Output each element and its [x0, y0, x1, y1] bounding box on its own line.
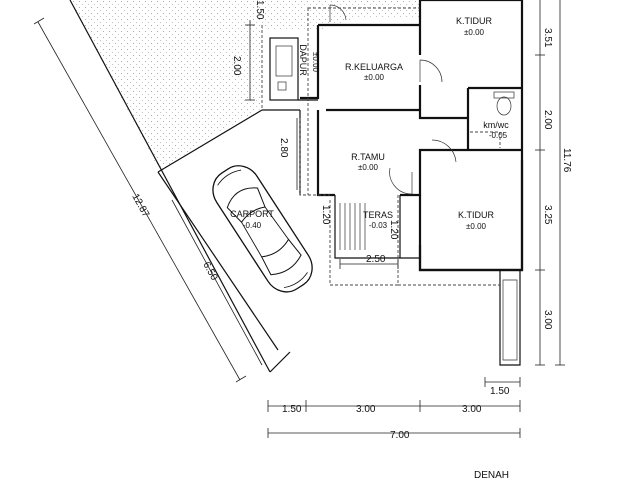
dim-tamu-depth: 2.80 — [278, 138, 289, 158]
dim-right-mid: 2.00 — [542, 110, 553, 130]
wall-kmwc — [466, 86, 522, 152]
room-k-tidur-top: K.TIDUR — [456, 16, 493, 26]
level-dapur: ±0.00 — [311, 52, 320, 73]
dimension-line-diagonal — [37, 21, 241, 381]
dim-tick — [33, 17, 45, 25]
car-icon — [212, 165, 313, 293]
dim-tick — [235, 375, 247, 383]
dim-teras-width: 2.50 — [366, 254, 386, 265]
site-boundary-bottom — [269, 351, 291, 373]
shower-area — [470, 131, 501, 148]
level-carport: -0.40 — [243, 221, 262, 230]
dim-site-diagonal: 12.87 — [129, 192, 151, 220]
dim-bottom-total: 7.00 — [390, 430, 410, 441]
room-r-keluarga: R.KELUARGA — [345, 62, 403, 72]
wall-extension-right — [499, 270, 521, 366]
wall-bedroom-bottom — [418, 160, 524, 272]
dim-teras-left: 1.20 — [320, 205, 331, 225]
roof-outline-dashed-2 — [299, 118, 330, 196]
teras-steps — [339, 203, 366, 250]
dim-teras-right: 1.20 — [388, 220, 399, 240]
garden-area — [70, 0, 420, 172]
wall-keluarga — [300, 23, 420, 148]
wall-tamu — [316, 148, 468, 197]
door-swing-bedroom-top — [419, 59, 443, 83]
dim-bottom-seg2: 3.00 — [356, 404, 376, 415]
level-teras: -0.03 — [369, 221, 388, 230]
wall-teras — [334, 195, 420, 259]
dim-ticks-bottom — [267, 400, 521, 412]
room-kmwc: km/wc — [483, 120, 509, 130]
room-dapur: DAPUR — [298, 44, 308, 76]
roof-outline-dashed — [261, 7, 500, 286]
door-swing-bedroom-bottom — [431, 139, 457, 163]
dim-right-lower: 3.25 — [542, 205, 553, 225]
door-swing-tamu — [389, 167, 413, 195]
room-carport: CARPORT — [230, 209, 274, 219]
room-teras: TERAS — [363, 210, 393, 220]
kitchen-counter — [275, 45, 293, 77]
site-boundary-carport — [157, 109, 263, 173]
dim-right-top: 3.51 — [542, 28, 553, 48]
extension-inner — [502, 279, 518, 361]
level-k-tidur-top: ±0.00 — [464, 28, 485, 37]
dim-bottom-seg1: 1.50 — [282, 404, 302, 415]
drawing-caption: DENAH — [474, 470, 509, 480]
dim-dapur-depth: 2.00 — [231, 56, 242, 76]
toilet-bowl-icon — [496, 96, 512, 116]
level-r-keluarga: ±0.00 — [364, 73, 385, 82]
room-k-tidur-bottom: K.TIDUR — [458, 210, 495, 220]
dim-dapur-width: 1.50 — [254, 0, 265, 20]
dim-right-total: 11.76 — [561, 148, 572, 173]
dim-bottom-seg3: 3.00 — [462, 404, 482, 415]
dim-right-bottom: 3.00 — [542, 310, 553, 330]
dim-ticks-right — [535, 54, 565, 366]
dimension-line-side — [171, 199, 263, 366]
level-k-tidur-bottom: ±0.00 — [466, 222, 487, 231]
door-swing-kitchen — [329, 4, 347, 21]
kitchen-sink-icon — [277, 81, 287, 91]
level-kmwc: -0.05 — [489, 131, 508, 140]
dim-bottom-offset: 1.50 — [490, 386, 510, 397]
dim-site-side: 6.50 — [200, 260, 219, 283]
room-r-tamu: R.TAMU — [351, 152, 385, 162]
site-boundary-inner — [157, 171, 279, 351]
wall-dapur — [269, 37, 299, 101]
level-r-tamu: ±0.00 — [358, 163, 379, 172]
toilet-tank-icon — [493, 91, 515, 99]
site-boundary-diagonal — [69, 0, 271, 373]
